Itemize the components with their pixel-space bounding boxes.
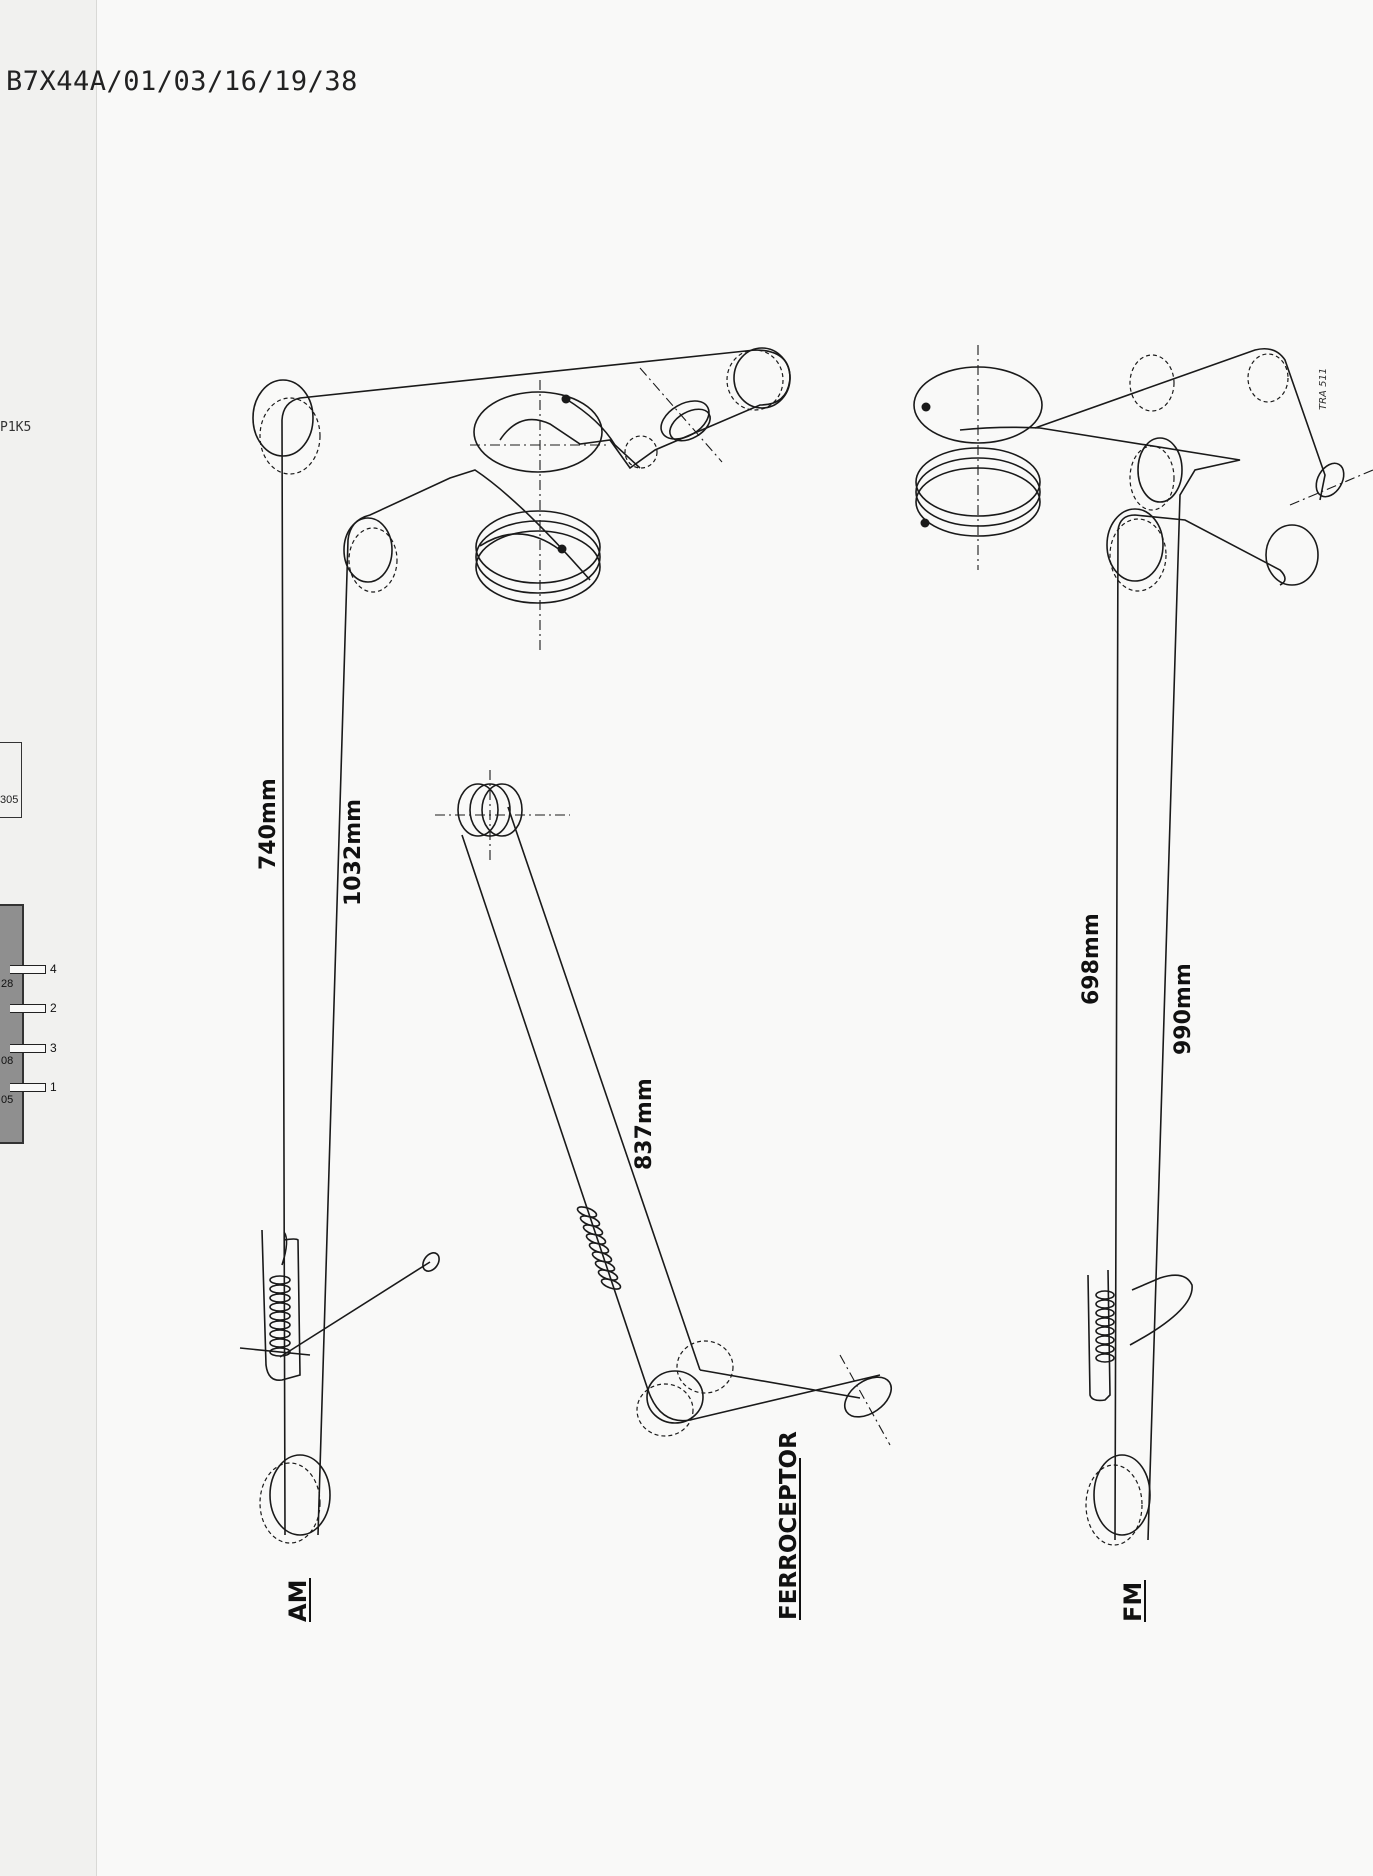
fm-length-698: 698mm bbox=[1079, 913, 1104, 1005]
terminal-lead bbox=[10, 1004, 46, 1013]
fm-pulley-inner-hidden bbox=[1109, 518, 1167, 592]
am-title: AM bbox=[284, 1580, 312, 1622]
fm-pointer-wire bbox=[1129, 1274, 1193, 1346]
document-code: B7X44A/01/03/16/19/38 bbox=[6, 66, 358, 97]
terminal-lead bbox=[10, 1083, 46, 1092]
fm-pulley-hidden bbox=[1129, 354, 1175, 412]
am-cord bbox=[281, 349, 791, 1536]
ferroceptor-end-axis bbox=[839, 1354, 891, 1446]
terminal-number: 1 bbox=[50, 1080, 57, 1094]
am-pulley-top-left bbox=[252, 379, 314, 457]
fm-tension-spring bbox=[1095, 1290, 1115, 1363]
ferroceptor-cord-return bbox=[507, 806, 701, 1371]
edge-table-value: 305 bbox=[0, 794, 19, 806]
am-drum-cord bbox=[479, 533, 561, 551]
am-pulley-top-left-hidden bbox=[259, 397, 321, 475]
am-cord-lead bbox=[565, 398, 641, 469]
fm-cord-anchor bbox=[920, 518, 930, 528]
fm-spring-bracket bbox=[1087, 1269, 1111, 1402]
terminal-side-label: 08 bbox=[1, 1055, 14, 1067]
ferroceptor-coil-turn bbox=[481, 783, 523, 837]
fm-pulley-hidden bbox=[1247, 353, 1289, 403]
fm-pointer-pulley bbox=[1315, 462, 1345, 498]
terminal-number: 4 bbox=[50, 962, 57, 976]
am-drum-turn bbox=[475, 520, 601, 594]
terminal-lead bbox=[10, 1044, 46, 1053]
ferroceptor-cord-return bbox=[699, 1369, 861, 1399]
am-cord-anchor bbox=[557, 544, 567, 554]
fm-pulley-right bbox=[1265, 524, 1319, 586]
am-spring-hook bbox=[281, 1231, 288, 1266]
fm-pulley-upper-hidden bbox=[1129, 445, 1175, 511]
am-pointer-axis bbox=[639, 367, 723, 463]
fm-pointer-axis bbox=[1289, 469, 1373, 506]
ferroceptor-cord-system bbox=[435, 770, 892, 1446]
fm-cord-upper bbox=[1034, 347, 1326, 501]
drawing-reference: TRA 511 bbox=[1318, 368, 1329, 410]
am-cord-system bbox=[239, 347, 791, 1544]
am-pulley-inner bbox=[343, 517, 393, 583]
am-pulley-top-right bbox=[733, 347, 791, 409]
ferroceptor-end-pulley bbox=[844, 1376, 892, 1418]
ferroceptor-coil bbox=[457, 783, 499, 837]
ferroceptor-title: FERROCEPTOR bbox=[776, 1431, 802, 1620]
fm-cord-return bbox=[959, 426, 1241, 1541]
ferroceptor-pulley bbox=[646, 1370, 704, 1424]
am-pointer-tip bbox=[422, 1252, 440, 1272]
am-length-1032: 1032mm bbox=[341, 799, 366, 906]
ferroceptor-length-837: 837mm bbox=[632, 1078, 657, 1170]
fm-title: FM bbox=[1119, 1582, 1147, 1622]
fm-pulley-bottom bbox=[1093, 1454, 1151, 1536]
terminal-number: 3 bbox=[50, 1041, 57, 1055]
fm-cord-anchor bbox=[921, 402, 931, 412]
terminal-side-label: 28 bbox=[1, 978, 14, 990]
fm-pulley-upper bbox=[1137, 437, 1183, 503]
fm-cord-system bbox=[913, 345, 1373, 1546]
am-pulley-bottom bbox=[269, 1454, 331, 1536]
fm-pulley-bottom-hidden bbox=[1085, 1464, 1143, 1546]
am-pulley-bottom-hidden bbox=[259, 1462, 321, 1544]
fm-pulley-inner bbox=[1106, 508, 1164, 582]
am-drum-upper bbox=[473, 391, 603, 473]
edge-circuit-board bbox=[0, 904, 24, 1144]
am-idler-hidden bbox=[624, 435, 658, 469]
edge-table-cell bbox=[0, 742, 22, 818]
ferroceptor-cord bbox=[461, 834, 649, 1391]
am-pointer-wire bbox=[279, 1261, 431, 1358]
terminal-lead bbox=[10, 965, 46, 974]
ferroceptor-pulley-hidden bbox=[676, 1340, 734, 1394]
am-tension-spring bbox=[269, 1275, 291, 1357]
am-spring-bracket bbox=[239, 1347, 311, 1356]
fm-cord bbox=[1114, 514, 1286, 1541]
am-pointer-pulley-inner bbox=[669, 408, 711, 442]
am-cord-return bbox=[317, 469, 591, 1536]
edge-label: P1K5 bbox=[0, 420, 32, 435]
am-length-740: 740mm bbox=[256, 778, 281, 870]
terminal-number: 2 bbox=[50, 1001, 57, 1015]
ferroceptor-tension-spring bbox=[576, 1206, 622, 1290]
am-pulley-top-right-hidden bbox=[726, 349, 784, 411]
am-spring-bracket bbox=[261, 1229, 301, 1382]
terminal-side-label: 05 bbox=[1, 1094, 14, 1106]
fm-length-990: 990mm bbox=[1171, 963, 1196, 1055]
am-drum bbox=[475, 510, 601, 584]
am-pointer-pulley bbox=[660, 400, 710, 440]
ferroceptor-cord bbox=[647, 1374, 881, 1422]
ferroceptor-pulley-hidden bbox=[636, 1383, 694, 1437]
am-pulley-inner-hidden bbox=[348, 527, 398, 593]
am-drum-turn bbox=[475, 530, 601, 604]
